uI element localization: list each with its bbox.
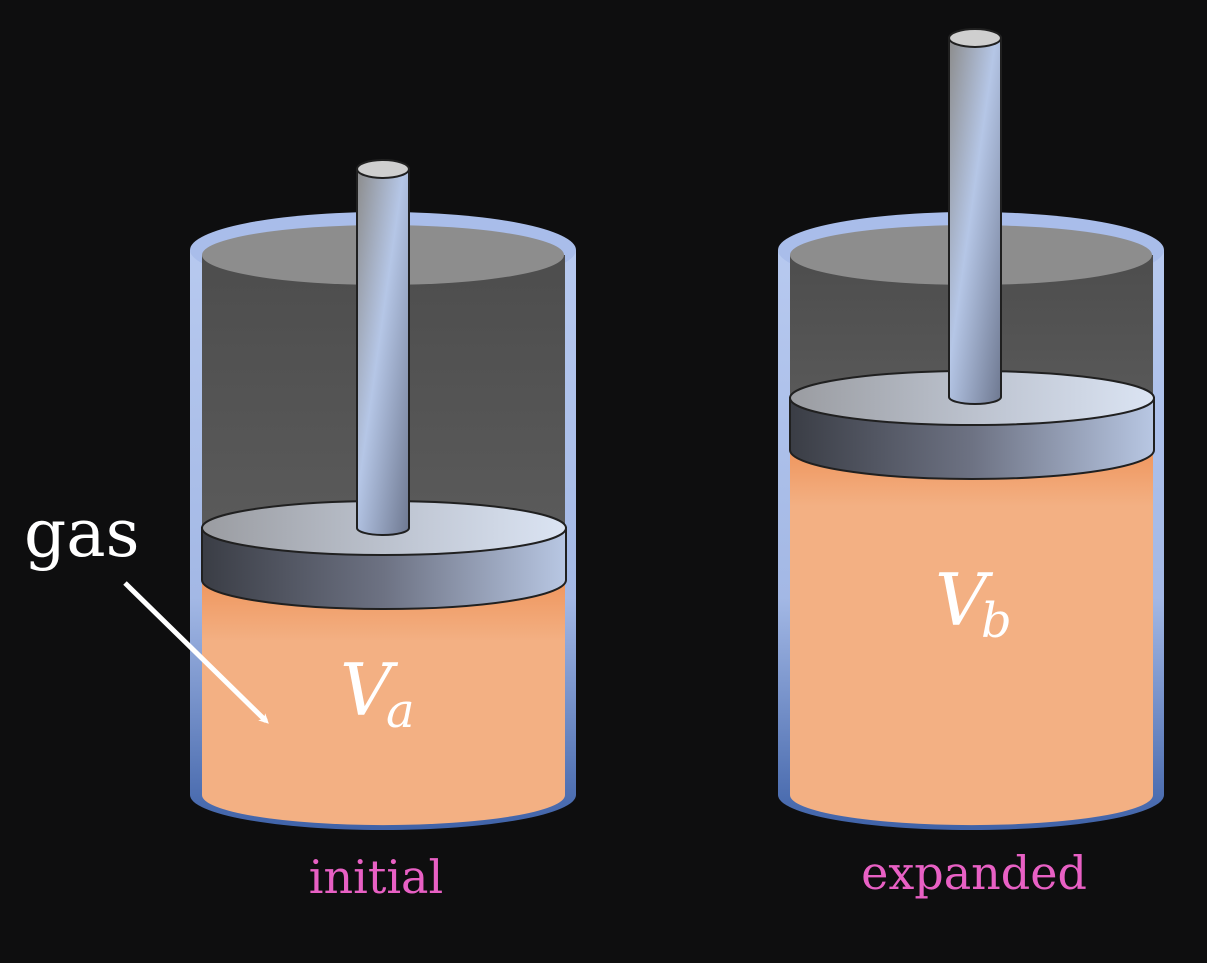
volume-a-label: Va — [340, 648, 415, 739]
cylinder-expanded — [778, 28, 1164, 830]
gas-volume — [790, 450, 1153, 826]
gas-label: gas — [24, 495, 139, 572]
volume-b-label: Vb — [935, 558, 1012, 649]
gas-volume — [202, 580, 565, 826]
gas-arrow — [123, 581, 269, 724]
piston-rod — [948, 37, 1002, 405]
rod-cap — [948, 28, 1002, 48]
cylinder-initial — [190, 159, 576, 830]
piston-rod — [356, 168, 410, 536]
caption-initial: initial — [309, 850, 443, 904]
rod-cap — [356, 159, 410, 179]
caption-expanded: expanded — [861, 846, 1087, 900]
